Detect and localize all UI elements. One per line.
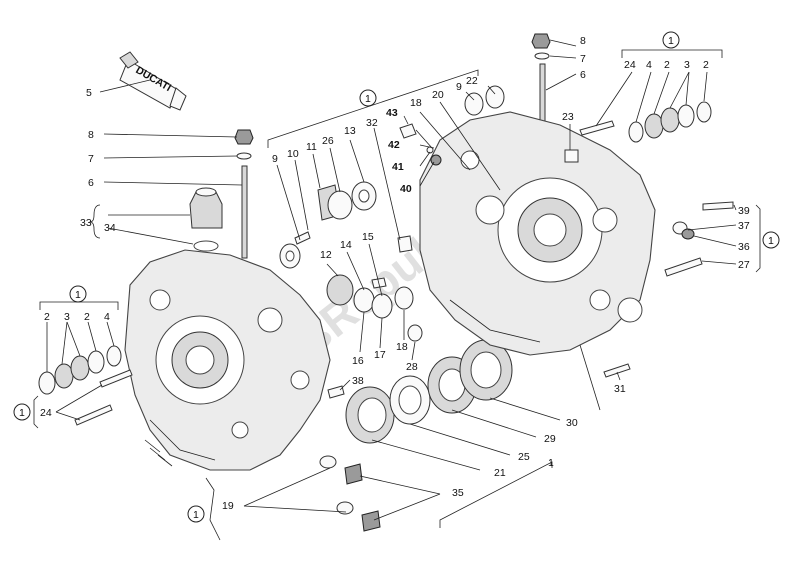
main-bearings[interactable] <box>345 339 513 444</box>
callout-4-left: 4 <box>104 311 110 323</box>
callout-14: 14 <box>340 239 352 251</box>
callout-5: 5 <box>86 87 92 99</box>
callout-40: 40 <box>400 183 412 195</box>
callout-3-left: 3 <box>64 311 70 323</box>
callout-36: 36 <box>738 241 750 253</box>
callout-6-left: 6 <box>88 177 94 189</box>
kit-marker-left-label: 1 <box>75 289 81 301</box>
left-bolts[interactable] <box>74 369 133 426</box>
leader-lines <box>33 39 761 541</box>
callout-6-right: 6 <box>580 69 586 81</box>
kit-marker-top: 1 <box>359 89 377 107</box>
callout-22: 22 <box>466 75 478 87</box>
callout-28: 28 <box>406 361 418 373</box>
callout-16: 16 <box>352 355 364 367</box>
callout-8-left: 8 <box>88 129 94 141</box>
left-stud-assembly[interactable] <box>234 129 254 259</box>
callout-21: 21 <box>494 467 506 479</box>
callout-23: 23 <box>562 111 574 123</box>
kit-marker-topright: 1 <box>662 31 680 49</box>
callout-39: 39 <box>738 205 750 217</box>
callout-9-mid: 9 <box>272 153 278 165</box>
callout-2-left-a: 2 <box>44 311 50 323</box>
left-crankcase-half[interactable] <box>124 249 331 471</box>
kit-marker-top-label: 1 <box>365 93 371 105</box>
kit-marker-left: 1 <box>69 285 87 303</box>
callout-3-right: 3 <box>684 59 690 71</box>
breather-cap[interactable] <box>189 187 223 252</box>
callout-17: 17 <box>374 349 386 361</box>
right-crankcase-half[interactable] <box>419 111 656 356</box>
right-bushings[interactable] <box>464 85 579 163</box>
callout-8-right: 8 <box>580 35 586 47</box>
callout-7-right: 7 <box>580 53 586 65</box>
callout-18-mid: 18 <box>396 341 408 353</box>
kit-marker-right-label: 1 <box>768 235 774 247</box>
kit-marker-topright-label: 1 <box>668 35 674 47</box>
callout-41: 41 <box>392 161 404 173</box>
sealant-tube[interactable]: DUCATI <box>119 51 187 111</box>
middle-bushings[interactable] <box>279 181 423 342</box>
callout-38: 38 <box>352 375 364 387</box>
callout-2-right-a: 2 <box>664 59 670 71</box>
callout-10: 10 <box>287 148 299 160</box>
callout-24-right: 24 <box>624 59 636 71</box>
callout-19: 19 <box>222 500 234 512</box>
kit-marker-bottom: 1 <box>187 505 205 523</box>
left-bearing-set[interactable] <box>38 345 122 395</box>
callout-34: 34 <box>104 222 116 234</box>
kit-marker-bottom-label: 1 <box>193 509 199 521</box>
callout-2-right-b: 2 <box>703 59 709 71</box>
callout-29: 29 <box>544 433 556 445</box>
callout-1-bottom: 1 <box>548 457 554 469</box>
drain-plugs[interactable] <box>319 455 381 532</box>
callout-4-right: 4 <box>646 59 652 71</box>
callout-12: 12 <box>320 249 332 261</box>
callout-35: 35 <box>452 487 464 499</box>
callout-31: 31 <box>614 383 626 395</box>
callout-25: 25 <box>518 451 530 463</box>
callout-labels: 5 8 7 6 33 34 2 3 2 4 24 9 10 11 26 13 3… <box>40 35 750 512</box>
callout-9-right: 9 <box>456 81 462 93</box>
callout-13: 13 <box>344 125 356 137</box>
callout-43: 43 <box>386 107 398 119</box>
callout-24-left: 24 <box>40 407 52 419</box>
callout-7-left: 7 <box>88 153 94 165</box>
callout-18-right: 18 <box>410 97 422 109</box>
callout-42: 42 <box>388 139 400 151</box>
right-bearing-set[interactable] <box>628 101 712 143</box>
callout-27: 27 <box>738 259 750 271</box>
oil-jet[interactable] <box>327 385 345 399</box>
kit-marker-leftside: 1 <box>13 403 31 421</box>
right-bolts[interactable] <box>579 120 734 378</box>
callout-37: 37 <box>738 220 750 232</box>
kit-marker-leftside-label: 1 <box>19 407 25 419</box>
callout-30: 30 <box>566 417 578 429</box>
callout-33: 33 <box>80 217 92 229</box>
callout-20: 20 <box>432 89 444 101</box>
callout-11: 11 <box>306 141 317 153</box>
callout-2-left-b: 2 <box>84 311 90 323</box>
kit-marker-right: 1 <box>762 231 780 249</box>
callout-26: 26 <box>322 135 334 147</box>
oil-pressure-fitting[interactable] <box>399 123 442 166</box>
callout-32: 32 <box>366 117 378 129</box>
callout-15: 15 <box>362 231 374 243</box>
